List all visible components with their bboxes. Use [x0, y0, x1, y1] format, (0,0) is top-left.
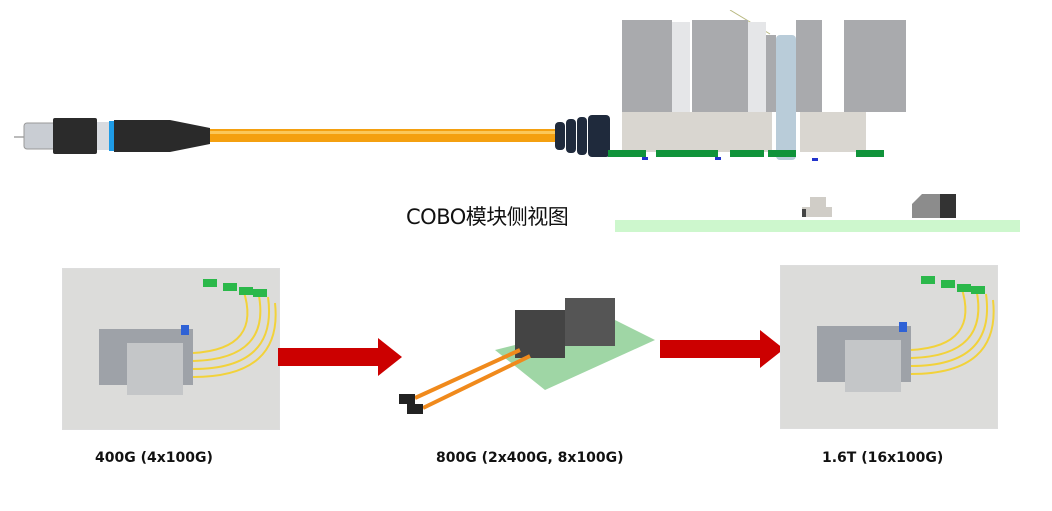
board-connector-small	[802, 197, 832, 217]
connector-body	[53, 118, 97, 154]
progression-arrow	[278, 338, 402, 376]
render-800g-module	[399, 298, 655, 414]
progression-arrow	[660, 330, 784, 368]
photo-1-6t-module	[780, 265, 998, 429]
cobo-module-side-view	[608, 10, 906, 161]
optical-window	[776, 35, 796, 160]
arrow-shape	[660, 330, 784, 368]
mpo-connectors	[203, 279, 267, 297]
module-base	[622, 112, 772, 152]
arrow-shape	[278, 338, 402, 376]
mpo-plugs	[399, 394, 423, 414]
orange-fiber	[210, 129, 555, 142]
board-trace	[730, 150, 764, 157]
heatsink	[565, 298, 615, 346]
heatsink-block	[844, 20, 906, 112]
board-trace	[768, 150, 796, 157]
stage-label-1-6t: 1.6T (16x100G)	[822, 450, 944, 466]
stage-label-800g: 800G (2x400G, 8x100G)	[436, 450, 624, 466]
heatsink-block	[692, 20, 748, 112]
photo-400g-module	[62, 268, 280, 430]
fiber-pigtails	[192, 288, 277, 378]
mpo-connectors	[921, 276, 985, 294]
heatsink-block	[622, 20, 672, 112]
fiber-pigtails	[910, 285, 995, 375]
connector-boot	[114, 120, 210, 152]
pcb-strip	[615, 220, 1020, 232]
module-body	[99, 325, 193, 395]
board-connector-large	[912, 194, 956, 218]
side-view-caption: COBO模块侧视图	[406, 205, 569, 229]
strain-relief-boot	[555, 115, 610, 157]
heatsink	[515, 310, 565, 358]
fiber-cable-side-view	[14, 115, 610, 157]
module-body	[817, 322, 911, 392]
stage-label-400g: 400G (4x100G)	[95, 450, 213, 466]
board-trace	[856, 150, 884, 157]
board-trace	[608, 150, 646, 157]
orange-fibers	[414, 348, 531, 410]
board-trace	[656, 150, 718, 157]
